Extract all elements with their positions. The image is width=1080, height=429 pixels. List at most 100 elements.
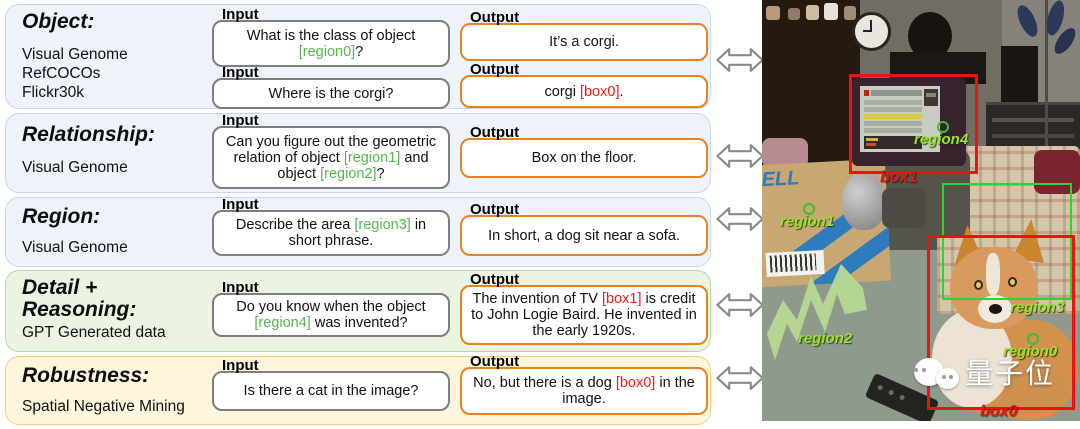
input-text: Can you figure out the geometric relatio… (225, 133, 437, 182)
mug (766, 6, 780, 20)
kettle (842, 172, 886, 230)
tv-menu-row (864, 107, 922, 112)
lamp-pole (1045, 0, 1048, 188)
output-label: Output (470, 201, 520, 218)
double-arrow-icon (716, 144, 764, 168)
input-box: Input Where is the corgi? (212, 64, 450, 109)
output-label: Output (470, 61, 520, 78)
region4-marker (937, 121, 949, 133)
tv-menu-icon (864, 90, 869, 96)
tv-menu-row (864, 128, 922, 133)
output-label: Output (470, 124, 520, 141)
dog-eye (974, 280, 983, 290)
dell-logo-text: ELL (762, 167, 800, 192)
section-sources: GPT Generated data (22, 323, 166, 342)
output-box: Output corgi [box0]. (460, 61, 708, 108)
double-arrow-icon (716, 48, 764, 72)
input-text: Is there a cat in the image? (243, 383, 419, 399)
output-box: Output Box on the floor. (460, 124, 708, 178)
input-text: Do you know when the object [region4] wa… (236, 299, 426, 331)
output-text: The invention of TV [box1] is credit to … (471, 291, 697, 339)
section-region: Region: Visual Genome Input Describe the… (5, 196, 711, 267)
tv-menu-row (864, 121, 922, 126)
output-box: Output In short, a dog sit near a sofa. (460, 201, 708, 256)
region2-scribble (767, 264, 867, 360)
input-label: Input (222, 357, 259, 374)
bounding-box-region3 (942, 183, 1072, 300)
output-label: Output (470, 271, 520, 288)
region1-marker (803, 203, 815, 215)
source-item: Visual Genome (22, 46, 128, 63)
mug (806, 5, 819, 20)
remote-button (876, 384, 884, 391)
double-arrow-icon (716, 366, 764, 390)
box1-label: box1 (880, 169, 918, 186)
stereo-line (992, 134, 1074, 138)
bounding-box-box1 (849, 74, 978, 174)
wall-clock (852, 12, 891, 51)
region0-marker (1027, 333, 1039, 345)
region1-label: region1 (780, 213, 835, 230)
mug (824, 3, 838, 20)
double-arrow-icon (716, 207, 764, 231)
input-text: Describe the area [region3] in short phr… (235, 217, 427, 249)
section-sources: Visual Genome (22, 158, 128, 177)
input-text: What is the class of object [region0]? (246, 27, 416, 60)
output-box: Output The invention of TV [box1] is cre… (460, 271, 708, 345)
watermark: 量子位 (914, 352, 1055, 392)
tv-hint-area (864, 136, 922, 149)
tv-hint-bar (866, 138, 878, 141)
section-sources: Spatial Negative Mining (22, 397, 185, 416)
section-sources: Visual Genome (22, 238, 128, 257)
tv-preview-item (926, 93, 936, 97)
region4-label: region4 (914, 131, 969, 148)
wechat-bubble-icon (936, 367, 959, 389)
input-label: Input (222, 279, 259, 296)
input-label: Input (222, 112, 259, 129)
section-title: Object: (22, 10, 95, 33)
section-object: Object: Visual Genome RefCOCOs Flickr30k… (5, 4, 711, 109)
source-item: GPT Generated data (22, 324, 166, 341)
section-title: Region: (22, 205, 101, 228)
region0-label: region0 (1003, 343, 1058, 360)
source-item: Visual Genome (22, 239, 128, 256)
source-item: Flickr30k (22, 84, 85, 101)
input-box: Input What is the class of object [regio… (212, 6, 450, 67)
section-title: Detail + Reasoning: (22, 276, 137, 321)
section-relationship: Relationship: Visual Genome Input Can yo… (5, 112, 711, 193)
source-item: Visual Genome (22, 159, 128, 176)
tv-hint-bar (866, 143, 876, 146)
maroon-pillow (1034, 150, 1080, 194)
dog-eye (1008, 277, 1017, 287)
output-label: Output (470, 353, 520, 370)
dog-nose (989, 304, 1002, 314)
input-label: Input (222, 64, 259, 81)
section-detail-reasoning: Detail + Reasoning: GPT Generated data I… (5, 270, 711, 352)
output-box: Output No, but there is a dog [box0] in … (460, 353, 708, 415)
output-box: Output It’s a corgi. (460, 9, 708, 61)
scene-photo: ELL (762, 0, 1080, 421)
region3-label: region3 (1010, 299, 1065, 316)
region2-label: region2 (798, 330, 853, 347)
section-title: Robustness: (22, 364, 150, 387)
input-label: Input (222, 6, 259, 23)
mug (844, 6, 856, 20)
stereo-line (992, 118, 1074, 122)
output-text: corgi [box0]. (544, 83, 624, 100)
output-text: It’s a corgi. (549, 34, 619, 50)
bounding-box-box0 (927, 235, 1075, 410)
source-item: Spatial Negative Mining (22, 398, 185, 415)
input-box: Input Do you know when the object [regio… (212, 279, 450, 337)
source-item: RefCOCOs (22, 65, 101, 82)
speaker-right (1001, 46, 1038, 110)
output-text: No, but there is a dog [box0] in the ima… (473, 375, 695, 407)
section-title: Relationship: (22, 123, 156, 146)
output-text: Box on the floor. (531, 150, 637, 166)
input-label: Input (222, 196, 259, 213)
input-box: Input Describe the area [region3] in sho… (212, 196, 450, 256)
remote-button (887, 389, 895, 396)
box0-label: box0 (980, 403, 1018, 420)
tv-menu-row (864, 100, 922, 105)
remote-button (898, 394, 906, 401)
tv-menu-titlebar (871, 90, 922, 96)
